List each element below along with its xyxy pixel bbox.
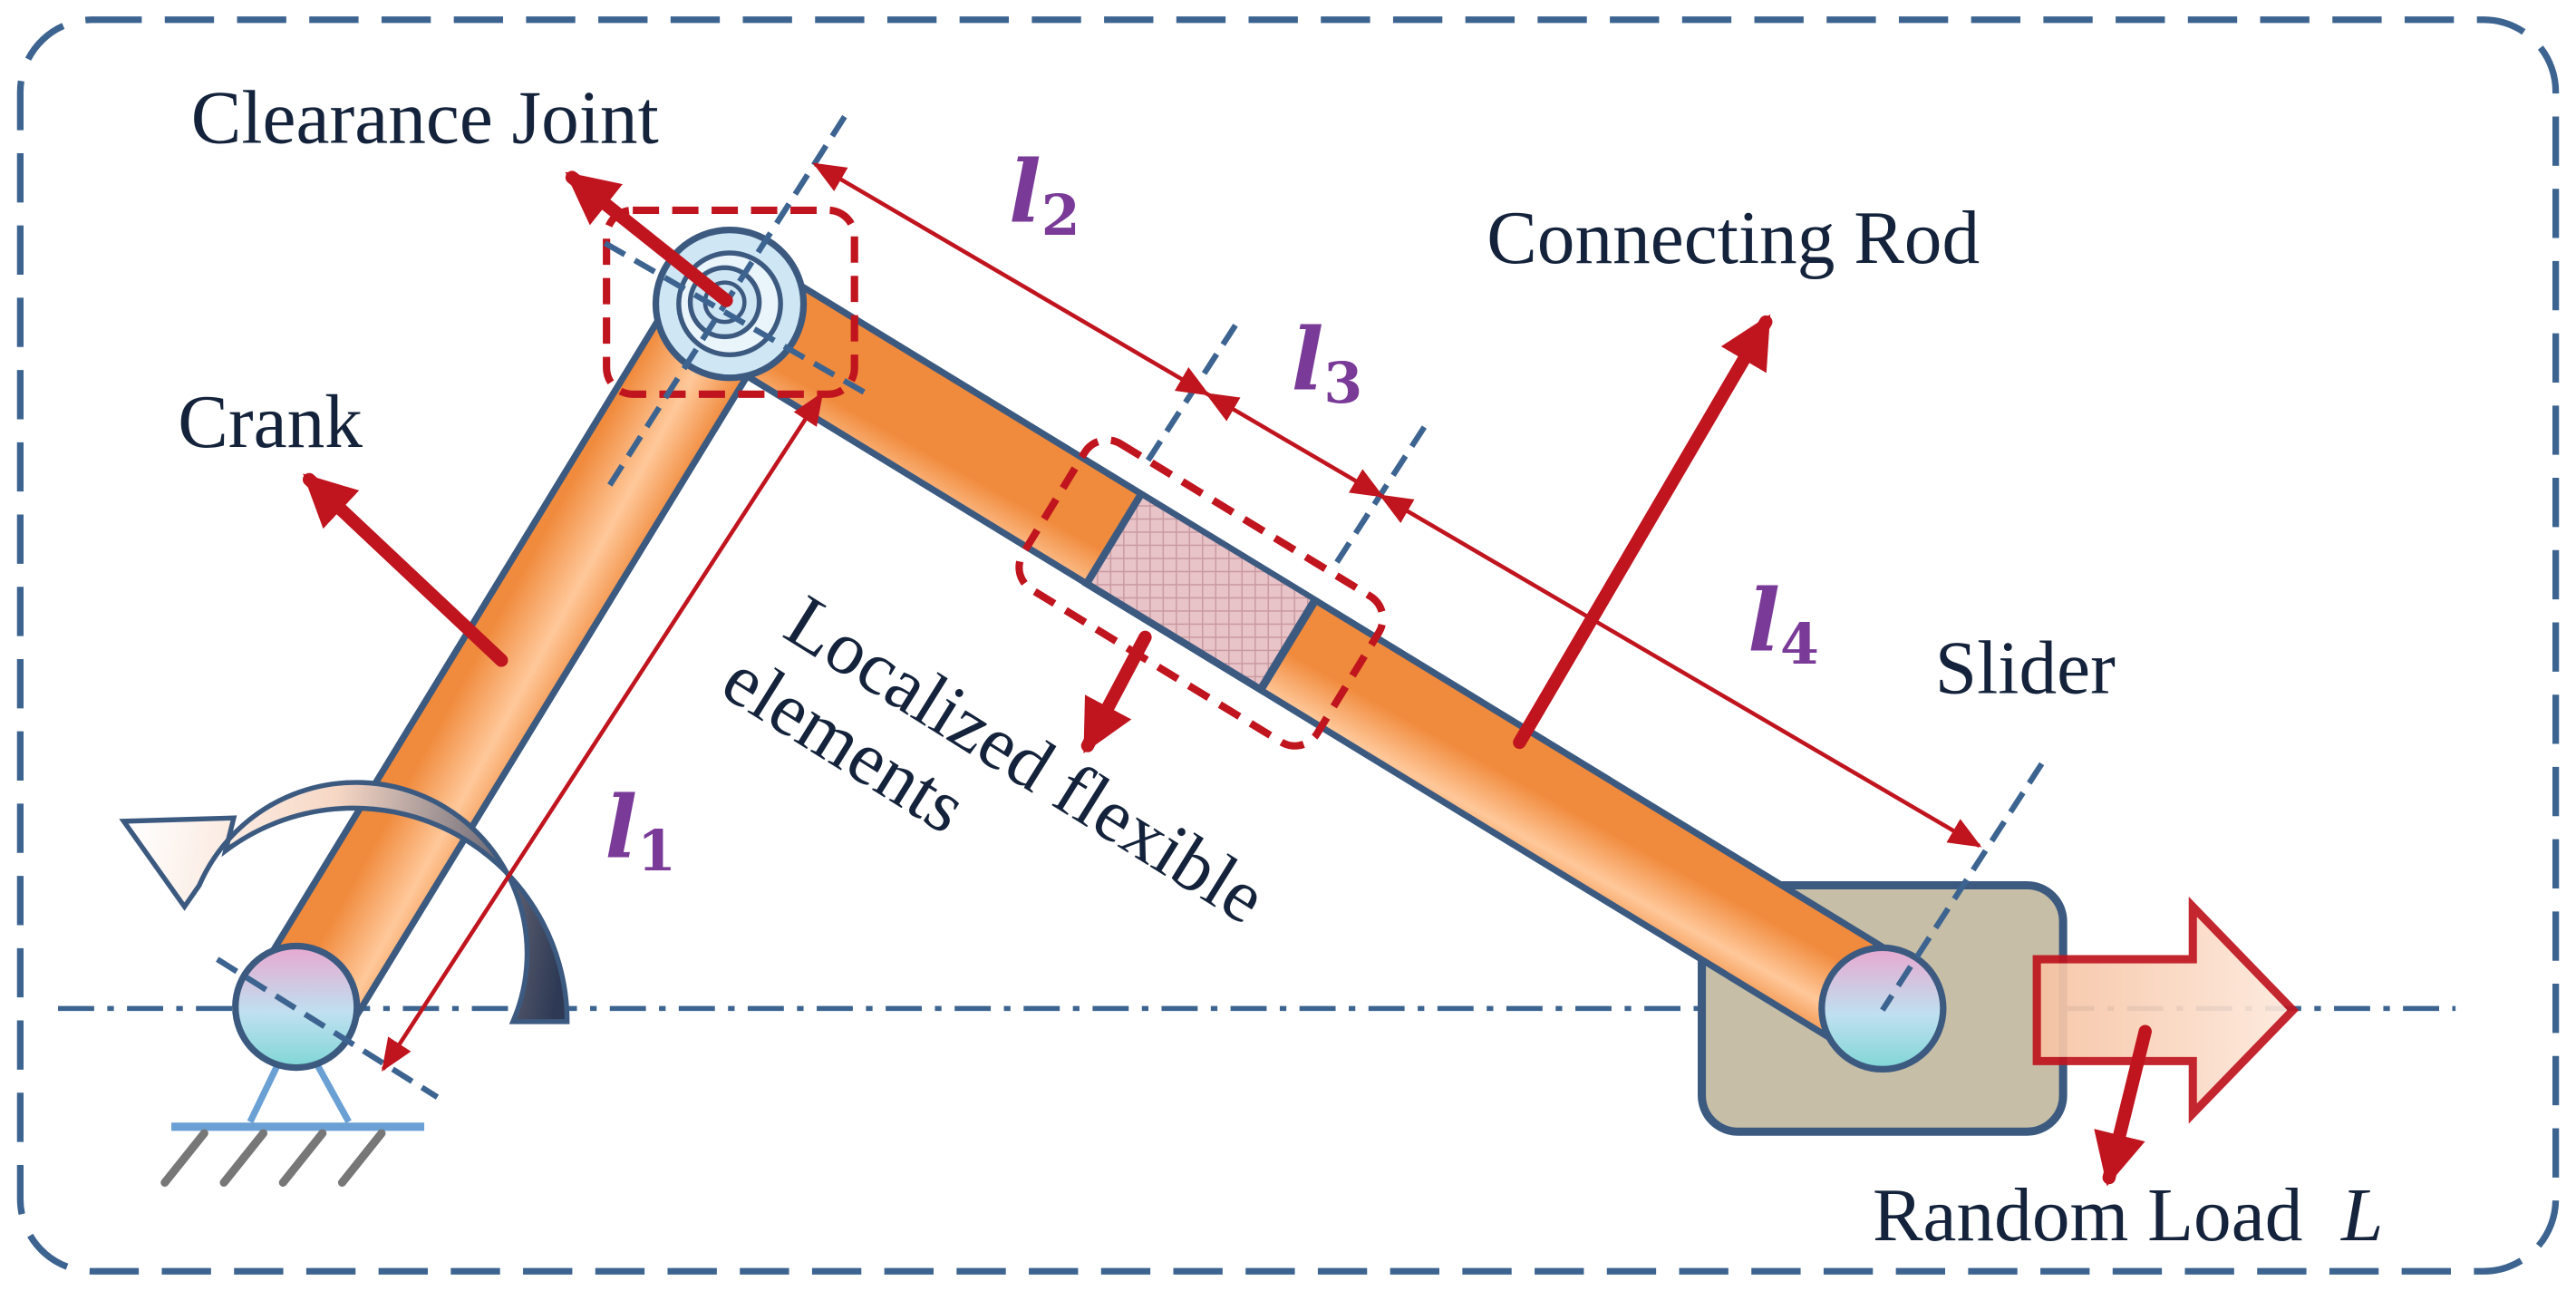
crank-label: Crank — [178, 381, 363, 464]
clearance-joint-highlight — [603, 206, 858, 398]
dimension-l2-label: l2 — [1009, 143, 1080, 248]
random-load-text: Random Load — [1873, 1174, 2302, 1257]
random-load-pointer — [2094, 1024, 2152, 1187]
crank-link[interactable] — [250, 254, 780, 1058]
clearance-joint-pointer — [565, 170, 733, 307]
label-pointer-arrows — [302, 170, 2152, 1187]
connecting-rod-label: Connecting Rod — [1487, 197, 1980, 280]
crank-pointer — [302, 472, 508, 667]
dimension-l2-line — [812, 162, 1210, 396]
clearance-joint-label: Clearance Joint — [191, 77, 659, 160]
flexible-element-highlight — [1015, 436, 1387, 750]
dimension-l4-label: l4 — [1748, 571, 1819, 676]
random-load-label: Random Load L — [1873, 1174, 2383, 1257]
flexible-element-segment — [1091, 498, 1311, 684]
dimension-l3-line — [1205, 392, 1384, 499]
dimension-l1-label: l1 — [605, 779, 676, 884]
dimension-l4-line — [1379, 494, 1982, 848]
random-load-symbol: L — [2340, 1174, 2383, 1257]
base-pivot[interactable] — [232, 942, 361, 1072]
dimension-arrows — [381, 162, 1982, 1072]
slider-label: Slider — [1935, 627, 2116, 711]
diagram-frame — [16, 16, 2560, 1275]
dimension-l1-line — [381, 392, 824, 1072]
random-load-arrow — [2032, 896, 2300, 1124]
connecting-rod-link[interactable] — [680, 254, 1932, 1058]
flexible-element-pointer — [1080, 630, 1152, 754]
connecting-rod-pointer — [1513, 314, 1773, 750]
dimension-l3-label: l3 — [1292, 310, 1363, 415]
